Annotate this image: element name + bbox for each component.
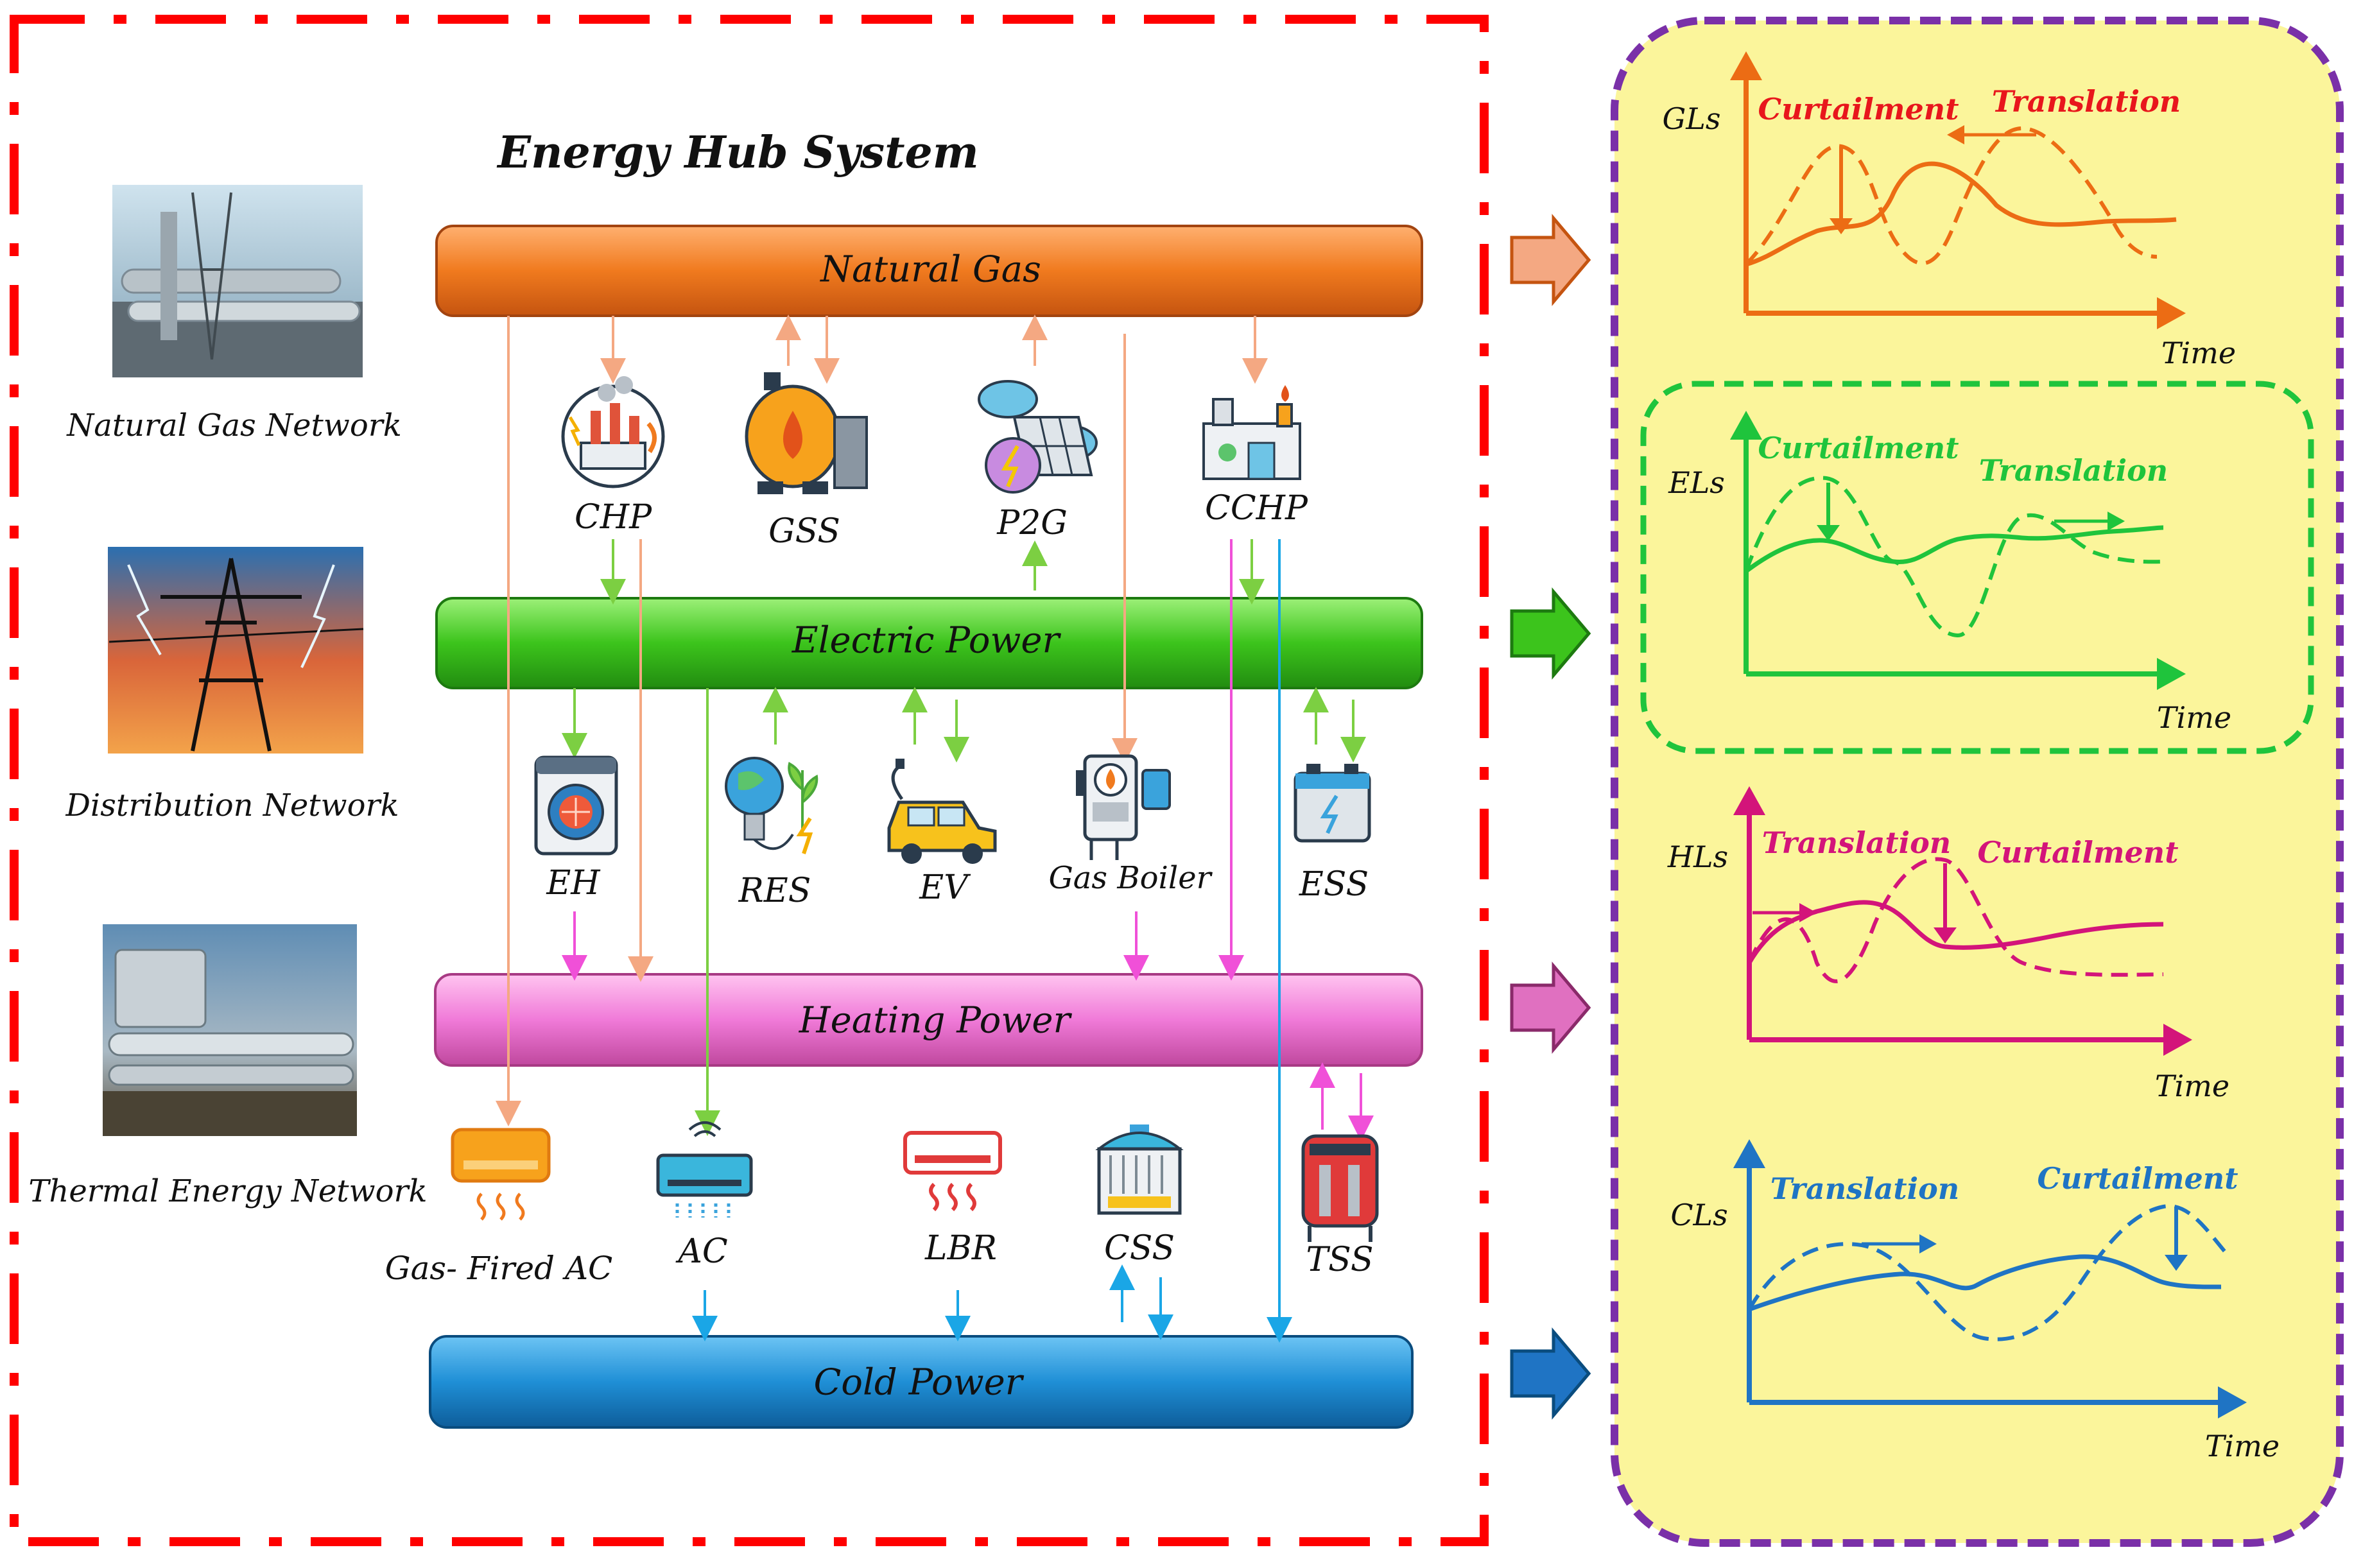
lbr-icon	[903, 1131, 1002, 1212]
natural-gas-bus-label: Natural Gas	[820, 248, 1041, 291]
lbr-label: LBR	[925, 1229, 997, 1268]
hl-curtailment-label: Curtailment	[1977, 835, 2179, 870]
el-highlight-box	[1640, 381, 2314, 754]
cl-time-label: Time	[2204, 1429, 2280, 1463]
electric-power-bus-label: Electric Power	[792, 619, 1060, 662]
ess-label: ESS	[1299, 865, 1369, 904]
gas-flow-arrows	[496, 314, 1268, 1126]
gl-curtailment-label: Curtailment	[1758, 92, 1959, 126]
hl-ylabel: HLs	[1667, 840, 1729, 874]
electric-transfer-arrow	[1510, 587, 1591, 680]
eh-icon	[534, 755, 618, 856]
gl-ylabel: GLs	[1662, 101, 1721, 136]
electric-power-bus	[435, 597, 1423, 689]
css-label: CSS	[1103, 1229, 1175, 1268]
hub-title: Energy Hub System	[498, 127, 979, 178]
res-label: RES	[738, 872, 811, 910]
chp-label: CHP	[574, 498, 652, 537]
hub-border	[10, 15, 1489, 1546]
ev-icon	[887, 759, 997, 864]
cl-curtailment-label: Curtailment	[2037, 1161, 2238, 1196]
thermal-energy-network-photo	[103, 924, 357, 1136]
hl-time-label: Time	[2154, 1069, 2230, 1103]
gl-chart	[1730, 51, 2186, 329]
natural-gas-network-label: Natural Gas Network	[67, 408, 402, 444]
cold-transfer-arrow	[1510, 1327, 1591, 1420]
chp-icon	[561, 376, 665, 488]
cl-chart	[1733, 1139, 2247, 1418]
tss-icon	[1301, 1134, 1379, 1242]
cl-ylabel: CLs	[1670, 1198, 1728, 1232]
electric-flow-arrows	[562, 539, 1366, 1136]
hl-chart	[1733, 786, 2192, 1056]
ess-icon	[1294, 764, 1371, 843]
heating-flow-arrows	[562, 539, 1374, 1141]
el-time-label: Time	[2156, 700, 2232, 735]
hl-translation-label: Translation	[1761, 825, 1952, 860]
p2g-label: P2G	[997, 504, 1068, 542]
thermal-energy-network-label: Thermal Energy Network	[28, 1173, 428, 1209]
heating-power-bus-label: Heating Power	[799, 999, 1071, 1042]
natural-gas-network-photo	[112, 185, 363, 377]
cold-power-bus-label: Cold Power	[813, 1361, 1023, 1404]
gss-label: GSS	[768, 512, 840, 551]
tss-label: TSS	[1306, 1241, 1374, 1279]
cold-power-bus	[429, 1335, 1414, 1429]
cchp-icon	[1202, 385, 1301, 480]
gas-fired-ac-icon	[451, 1128, 551, 1221]
distribution-network-label: Distribution Network	[65, 788, 399, 823]
el-chart	[1730, 411, 2186, 690]
heating-transfer-arrow	[1510, 961, 1591, 1054]
el-translation-label: Translation	[1978, 453, 2168, 488]
gl-translation-label: Translation	[1991, 84, 2181, 119]
gas-boiler-icon	[1076, 754, 1171, 860]
gas-boiler-label: Gas Boiler	[1048, 860, 1211, 896]
gl-time-label: Time	[2161, 336, 2237, 370]
gss-icon	[745, 372, 868, 494]
cl-translation-label: Translation	[1770, 1171, 1960, 1206]
gas-transfer-arrow	[1510, 214, 1591, 306]
distribution-network-photo	[108, 547, 364, 754]
natural-gas-bus	[435, 225, 1423, 317]
gas-fired-ac-label: Gas- Fired AC	[385, 1250, 613, 1287]
p2g-icon	[978, 380, 1098, 494]
ac-icon	[656, 1121, 753, 1218]
el-curtailment-label: Curtailment	[1758, 431, 1959, 465]
el-ylabel: ELs	[1668, 465, 1725, 500]
css-icon	[1095, 1124, 1184, 1215]
load-panel	[1611, 17, 2344, 1547]
heating-power-bus	[434, 973, 1423, 1067]
res-icon	[725, 757, 818, 854]
cchp-label: CCHP	[1205, 489, 1308, 528]
ac-label: AC	[678, 1232, 728, 1271]
cold-flow-arrows	[692, 539, 1292, 1343]
ev-label: EV	[919, 868, 968, 907]
eh-label: EH	[546, 864, 600, 902]
